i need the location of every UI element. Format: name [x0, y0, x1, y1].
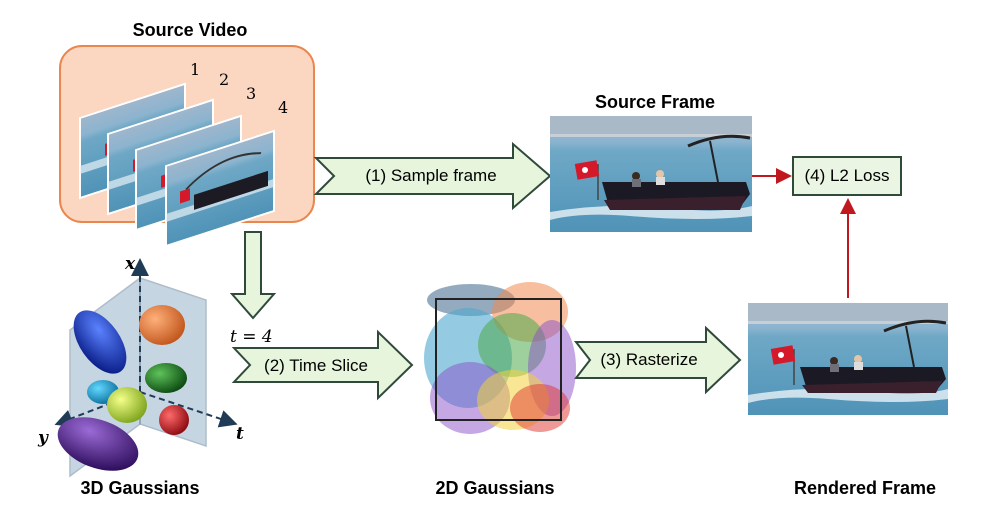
t-axis	[139, 391, 238, 428]
3d-gaussians-scene	[54, 258, 238, 478]
video-frame-stack	[79, 82, 275, 248]
time-slice-arrow	[231, 329, 414, 401]
time-value-label: t = 4	[230, 327, 273, 347]
source-frame-image	[550, 116, 752, 232]
sample-frame-label: (1) Sample frame	[365, 166, 497, 185]
rasterize-label: (3) Rasterize	[600, 350, 698, 369]
raster-frame-outline	[435, 298, 562, 421]
orange-ellipsoid	[139, 305, 185, 345]
frame-number-1: 1	[190, 60, 201, 79]
source-frame-title: Source Frame	[594, 92, 716, 112]
purple-ellipsoid	[57, 417, 139, 471]
3d-gaussians-title: 3D Gaussians	[80, 478, 200, 498]
2d-gaussians-title: 2D Gaussians	[435, 478, 555, 498]
x-axis-label: x	[125, 254, 136, 274]
red-ellipsoid	[159, 405, 189, 435]
down-arrow	[229, 231, 277, 320]
sample-frame-arrow	[313, 141, 552, 211]
frame-number-2: 2	[219, 70, 230, 89]
rendered-frame-image	[748, 303, 948, 415]
source-video-title: Source Video	[132, 20, 248, 40]
rasterize-arrow	[573, 325, 742, 395]
time-slice-label: (2) Time Slice	[264, 356, 368, 375]
frame-number-3: 3	[246, 84, 257, 103]
l2-loss-box: (4) L2 Loss	[792, 156, 902, 196]
rendered-frame-title: Rendered Frame	[793, 478, 937, 498]
y-axis-label: y	[38, 428, 48, 448]
yellow-ellipsoid	[107, 387, 147, 423]
frame-number-4: 4	[278, 98, 289, 117]
green-ellipsoid	[145, 363, 187, 393]
video-frame-4	[165, 129, 275, 248]
2d-gaussians-scene	[424, 282, 576, 434]
t-axis-label: t	[236, 424, 244, 444]
l2-loss-label: (4) L2 Loss	[804, 166, 890, 185]
blue-ellipsoid	[73, 310, 127, 374]
